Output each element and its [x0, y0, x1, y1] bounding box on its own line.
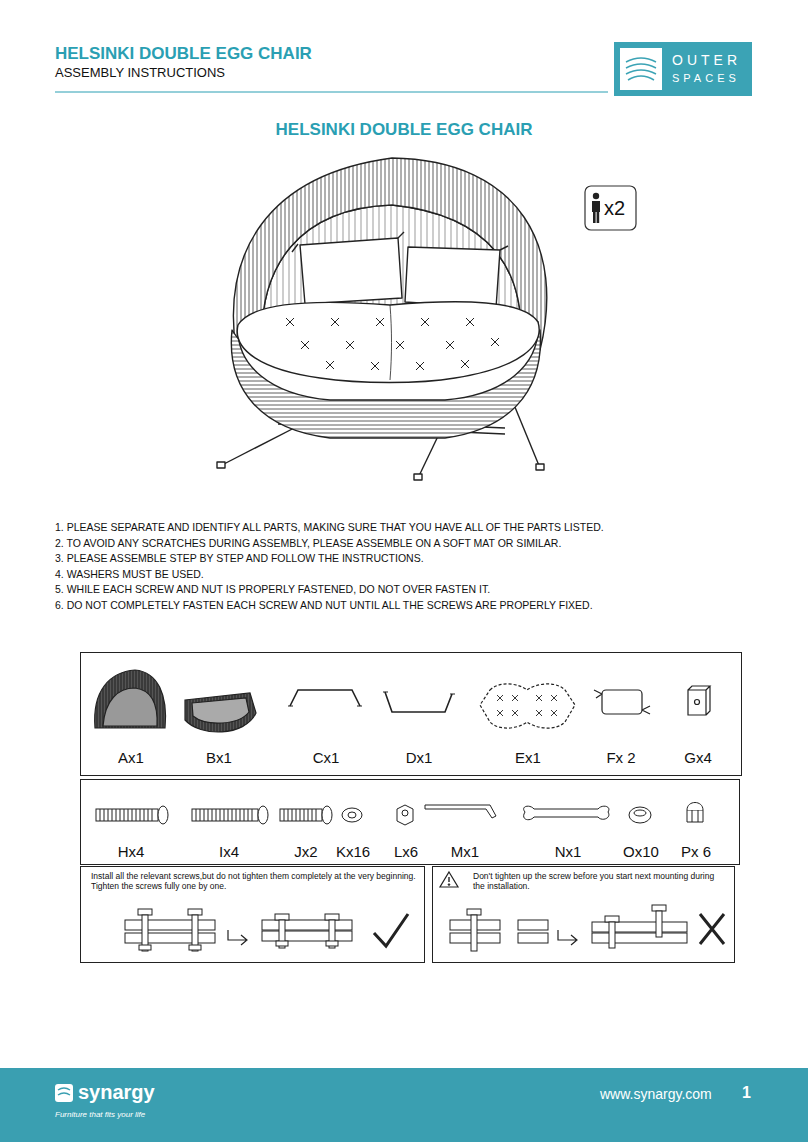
- footer-text: 1: [742, 1084, 751, 1102]
- footer-text: www.synargy.com: [600, 1086, 712, 1102]
- part-label: Mx1: [425, 843, 505, 860]
- correct-tightening-diagram: [125, 909, 408, 951]
- people-count: x2: [604, 197, 625, 220]
- part-label: Cx1: [286, 749, 366, 766]
- part-label: Jx2: [266, 843, 346, 860]
- logo-text: OUTER: [672, 52, 741, 68]
- note-text: Don't tighten up the screw before you st…: [473, 872, 728, 892]
- instruction-line: 6. DO NOT COMPLETELY FASTEN EACH SCREW A…: [55, 599, 593, 611]
- hardware-icons: [96, 803, 703, 826]
- instruction-line: 2. TO AVOID ANY SCRATCHES DURING ASSEMBL…: [55, 537, 561, 549]
- part-icons: [95, 670, 710, 732]
- two-person-icon: [585, 186, 636, 230]
- part-label: Ix4: [189, 843, 269, 860]
- logo-text: SPACES: [672, 72, 740, 85]
- part-label: Px 6: [656, 843, 736, 860]
- part-label: Ax1: [91, 749, 171, 766]
- part-label: Ex1: [488, 749, 568, 766]
- header-subtitle: ASSEMBLY INSTRUCTIONS: [55, 66, 225, 81]
- part-label: Nx1: [528, 843, 608, 860]
- outer-spaces-logo: [614, 42, 752, 96]
- header-title: HELSINKI DOUBLE EGG CHAIR: [55, 44, 312, 64]
- instruction-line: 5. WHILE EACH SCREW AND NUT IS PROPERLY …: [55, 583, 490, 595]
- part-label: Kx16: [313, 843, 393, 860]
- note-text: Install all the relevant screws,but do n…: [91, 872, 416, 892]
- chair-illustration: [217, 158, 547, 480]
- footer-band: [0, 1068, 808, 1142]
- parts-box: Ax1 Bx1 Cx1 Dx1 Ex1 Fx 2Gx4: [80, 652, 742, 776]
- part-label: Lx6: [366, 843, 446, 860]
- part-label: Hx4: [91, 843, 171, 860]
- footer-band: synargyFurniture that fits your life www.…: [0, 1068, 808, 1142]
- part-label: Gx4: [658, 749, 738, 766]
- header-rule: [55, 92, 608, 93]
- footer-text: Furniture that fits your life: [55, 1110, 145, 1119]
- hardware-box: Hx4 Ix4Jx2Kx16Lx6Mx1 Nx1Ox10Px 6: [80, 779, 740, 865]
- page-title: HELSINKI DOUBLE EGG CHAIR: [0, 120, 808, 140]
- part-label: Dx1: [379, 749, 459, 766]
- part-label: Ox10: [601, 843, 681, 860]
- instruction-line: 4. WASHERS MUST BE USED.: [55, 568, 204, 580]
- synargy-logo-mark: [55, 1084, 73, 1102]
- warning-box: Don't tighten up the screw before you st…: [432, 866, 735, 963]
- instruction-line: 1. PLEASE SEPARATE AND IDENTIFY ALL PART…: [55, 521, 604, 533]
- part-label: Bx1: [179, 749, 259, 766]
- note-box: Install all the relevant screws,but do n…: [80, 866, 425, 963]
- instruction-line: 3. PLEASE ASSEMBLE STEP BY STEP AND FOLL…: [55, 552, 424, 564]
- part-label: Fx 2: [581, 749, 661, 766]
- footer-text: synargy: [78, 1081, 155, 1104]
